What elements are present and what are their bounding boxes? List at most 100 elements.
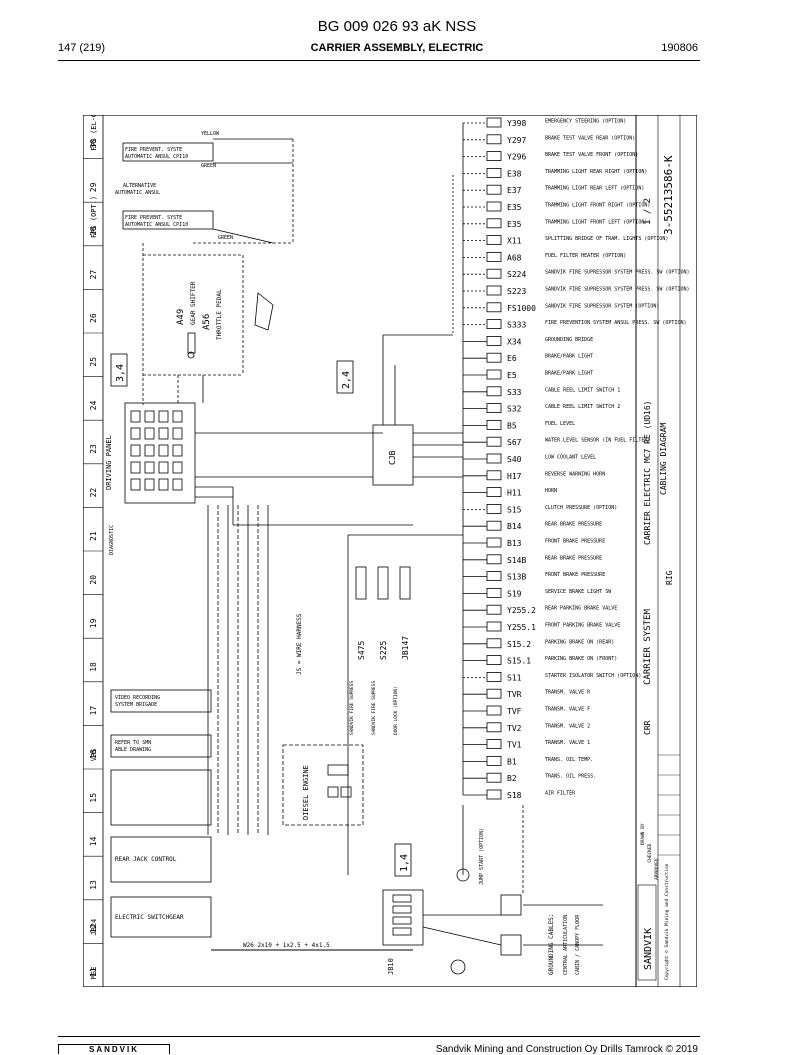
engine-connector [327, 786, 339, 798]
driving-panel-switch [130, 427, 141, 440]
rear-jack-label: REAR JACK CONTROL [115, 856, 177, 863]
zone-number: 22 [89, 488, 98, 498]
component-desc: FUEL LEVEL [545, 421, 575, 427]
component-desc: CLUTCH PRESSURE (OPTION) [545, 505, 617, 511]
component-code: Y297 [507, 136, 526, 145]
driving-panel-switch [130, 461, 141, 474]
component-box-tv2 [486, 722, 502, 733]
component-desc: TRANSM. VALVE 2 [545, 723, 590, 729]
driving-panel-switch [144, 461, 155, 474]
component-box-y255.2 [486, 604, 502, 615]
component-desc: FUEL FILTER HEATER (OPTION) [545, 253, 626, 259]
mid-component-code: S225 [379, 641, 388, 660]
video-label: SYSTEM BRIGADE [115, 702, 157, 708]
component-box-s19 [486, 587, 502, 598]
component-box-tvr [486, 688, 502, 699]
component-code: S67 [507, 438, 522, 447]
mid-component-box [377, 566, 389, 600]
component-desc: REAR PARKING BRAKE VALVE [545, 606, 617, 612]
component-desc: WATER LEVEL SENSOR (IN FUEL FILTER) [545, 438, 650, 444]
zone-number: 21 [89, 531, 98, 541]
wire-harness-label: JS = WIRE HARNESS [296, 613, 303, 675]
zone-number: 15 [89, 793, 98, 803]
throttle-code: A56 [202, 314, 212, 330]
component-desc: TRANSM. VALVE R [545, 690, 591, 696]
component-code: S33 [507, 388, 522, 397]
fps-opt-box [122, 210, 214, 230]
gear-shifter-label: GEAR SHIFTER [190, 281, 197, 325]
driving-panel-switch [172, 427, 183, 440]
zone-label: MSE [90, 967, 98, 980]
driving-panel-label: DRIVING PANEL [105, 435, 113, 490]
component-box-s18 [486, 789, 502, 800]
component-code: H17 [507, 472, 522, 481]
component-box-e37 [486, 184, 502, 195]
component-box-s11 [486, 672, 502, 682]
page-number: 147 (219) [58, 42, 106, 54]
component-desc: SPLITTING BRIDGE OF TRAM. LIGHTS (OPTION… [545, 236, 668, 242]
driving-panel-switch [158, 410, 169, 423]
component-box-tvf [486, 705, 502, 716]
zone-label: FPS (EL-OPT.) [90, 115, 98, 151]
driving-panel-switch [158, 461, 169, 474]
component-box-x11 [486, 235, 502, 245]
approval-approved: APPROVED [654, 858, 660, 880]
switchgear-box [110, 896, 212, 938]
component-desc: SANDVIK FIRE SUPRESSOR SYSTEM (OPTION) [545, 303, 659, 309]
component-box-s224 [486, 268, 502, 279]
component-desc: BRAKE/PARK LIGHT [545, 371, 593, 377]
throttle-label: THROTTLE PEDAL [216, 289, 223, 340]
mid-component-desc: DOOR LOCK (OPTION) [393, 686, 399, 735]
driving-panel-switch [144, 410, 155, 423]
component-code: S14B [507, 556, 526, 565]
component-desc: FRONT BRAKE PRESSURE [545, 572, 605, 578]
fps-el-label: AUTOMATIC ANSUL CPI10 [125, 154, 188, 160]
component-code: TVR [507, 690, 522, 699]
component-box-e6 [486, 352, 502, 363]
component-box-s33 [486, 386, 502, 397]
component-box-b2 [486, 772, 502, 783]
component-desc: FRONT BRAKE PRESSURE [545, 539, 605, 545]
component-box-s40 [486, 453, 502, 464]
jb10-terminal [392, 905, 412, 914]
component-code: E37 [507, 186, 522, 195]
fps-el-label: FIRE PREVENT. SYSTE [125, 147, 182, 153]
component-code: S15 [507, 505, 522, 514]
component-code: FS1000 [507, 304, 536, 313]
approval-checked: CHECKED [647, 843, 653, 862]
component-code: B1 [507, 757, 517, 766]
zone-number: 23 [89, 444, 98, 454]
component-box-e35 [486, 201, 502, 212]
component-code: E35 [507, 203, 522, 212]
component-desc: CABLE REEL LIMIT SWITCH 1 [545, 387, 620, 393]
video-recording-box [110, 689, 212, 713]
component-code: E35 [507, 220, 522, 229]
component-code: S40 [507, 455, 522, 464]
fps-opt-label: AUTOMATIC ANSUL CPI10 [125, 222, 188, 228]
zone-number: 27 [89, 270, 98, 280]
component-box-tv1 [486, 739, 502, 749]
component-code: E5 [507, 371, 517, 380]
engine-connector [340, 786, 352, 798]
diagnostic-label: DIAGNOSTIC [109, 525, 115, 555]
component-box-s14b [486, 554, 502, 565]
component-box-b5 [486, 419, 502, 430]
component-box-x34 [486, 335, 502, 346]
zone-number: 25 [89, 357, 98, 367]
component-desc: CABLE REEL LIMIT SWITCH 2 [545, 404, 620, 410]
component-desc: SERVICE BRAKE LIGHT SW [545, 589, 612, 595]
refer-label: ABLE DRAWING [115, 747, 151, 753]
component-code: B13 [507, 539, 522, 548]
mid-component-box [399, 566, 411, 600]
ground-item: CABIN / CANOPY FLOOR [575, 914, 581, 975]
jb10-terminal [392, 916, 412, 925]
component-box-e38 [486, 168, 502, 178]
zone-label: JB24 [90, 919, 98, 936]
battery-isolator-symbol [450, 959, 466, 975]
zone-number: 12 [89, 924, 98, 934]
component-code: S18 [507, 791, 522, 800]
component-code: S333 [507, 321, 526, 330]
component-desc: BRAKE TEST VALVE FRONT (OPTION) [545, 152, 638, 158]
component-box-y398 [486, 117, 502, 128]
